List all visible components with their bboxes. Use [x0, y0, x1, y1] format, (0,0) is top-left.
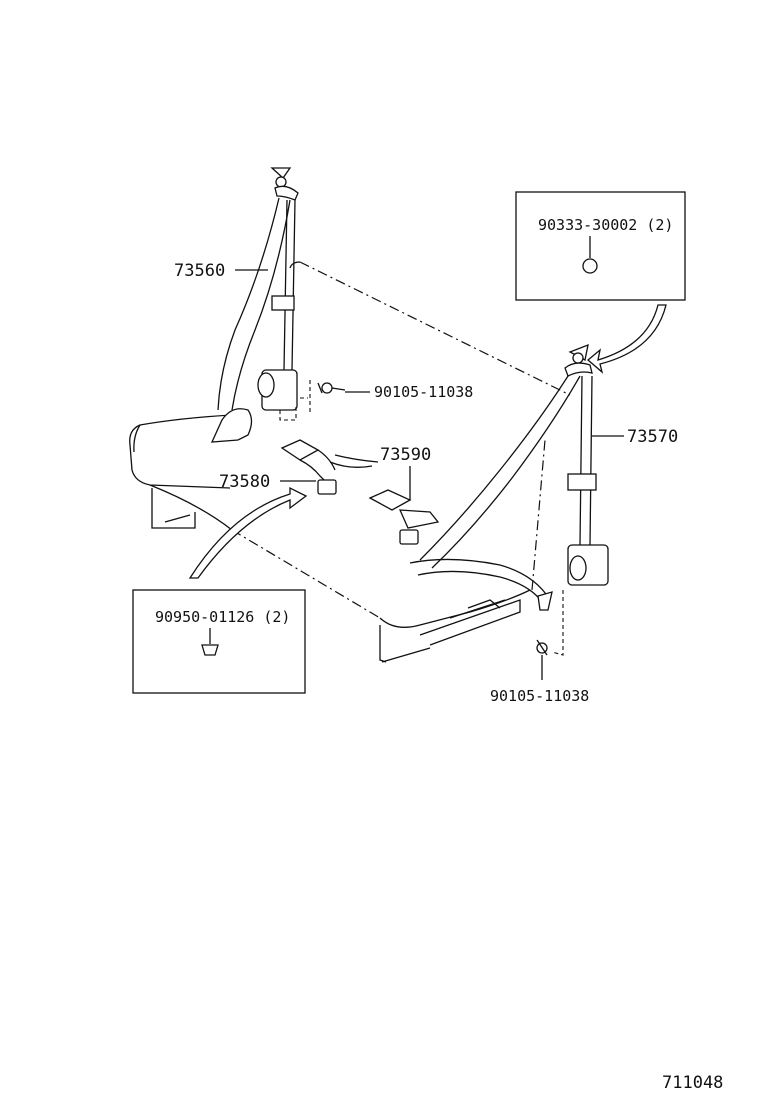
rear-seat-cushion: [129, 261, 571, 663]
label-73580: 73580: [219, 472, 270, 492]
callout-top-right-label: 90333-30002 (2): [538, 216, 673, 234]
callout-box-bottom-left: 90950-01126 (2): [132, 486, 308, 694]
buckle-73590: [368, 466, 440, 545]
part-labels: 73560 90105-11038 73570 73580 73590 9010…: [174, 261, 678, 705]
label-73560: 73560: [174, 261, 225, 281]
buckle-73580: [280, 439, 379, 495]
callout-bottom-left-label: 90950-01126 (2): [155, 608, 290, 626]
label-bolt-lower: 90105-11038: [490, 687, 589, 705]
bolt-upper: [300, 380, 346, 412]
right-seat-belt-73570: [409, 343, 609, 656]
label-73570: 73570: [627, 427, 678, 447]
label-73590: 73590: [380, 445, 431, 465]
left-seat-belt-73560: [210, 167, 299, 443]
bolt-lower: [536, 639, 548, 680]
illustration-number: 711048: [662, 1073, 723, 1093]
label-bolt-upper: 90105-11038: [374, 383, 473, 401]
callout-box-top-right: 90333-30002 (2): [515, 191, 686, 374]
